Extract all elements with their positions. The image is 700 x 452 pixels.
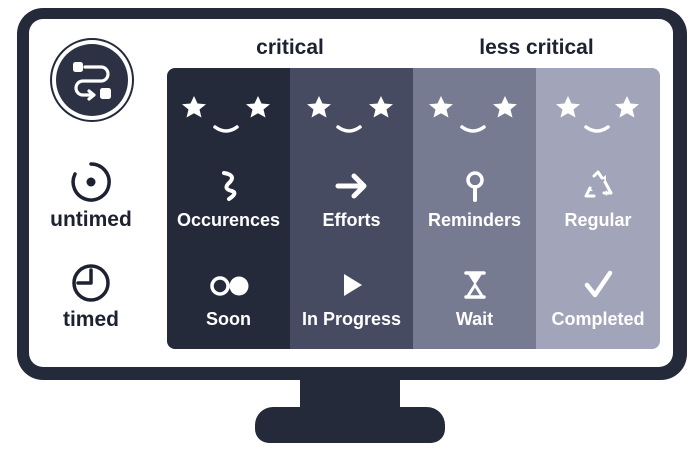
tile-in-progress[interactable]: In Progress — [290, 268, 413, 330]
app-logo — [50, 38, 134, 122]
tile-wait[interactable]: Wait — [413, 268, 536, 330]
pin-icon — [465, 171, 484, 202]
tile-efforts[interactable]: Efforts — [290, 169, 413, 231]
tile-label: Soon — [206, 309, 251, 329]
column-panel-efforts[interactable]: Efforts In Progress — [290, 68, 413, 349]
recycle-icon — [584, 170, 613, 198]
tile-completed[interactable]: Completed — [536, 268, 660, 330]
sidebar-item-label: untimed — [50, 208, 132, 231]
circle-dot-icon — [71, 162, 111, 202]
hourglass-icon — [463, 271, 486, 299]
play-icon — [343, 274, 362, 296]
tile-label: Wait — [455, 309, 494, 329]
tile-label: In Progress — [301, 309, 402, 329]
smiley-face-icon — [556, 96, 639, 133]
sidebar-item-timed[interactable]: timed — [31, 262, 151, 332]
tile-regular[interactable]: Regular — [536, 169, 660, 231]
checkmark-icon — [584, 270, 613, 298]
group-title-less-critical: less critical — [479, 36, 594, 59]
tile-label: Reminders — [427, 210, 522, 230]
column-panel-occurences[interactable]: Occurences Soon — [167, 68, 290, 349]
smiley-face-icon — [307, 96, 393, 133]
arrow-right-icon — [335, 173, 366, 199]
sidebar-item-label: timed — [62, 308, 119, 331]
tile-label: Regular — [564, 210, 632, 230]
workflow-route-icon — [56, 44, 128, 116]
column-panel-reminders[interactable]: Reminders Wait — [413, 68, 536, 349]
tile-soon[interactable]: Soon — [167, 268, 290, 330]
smiley-face-icon — [429, 96, 517, 133]
tile-label: Completed — [551, 309, 645, 329]
tile-label: Efforts — [322, 210, 381, 230]
tile-reminders[interactable]: Reminders — [413, 169, 536, 231]
clock-icon — [72, 264, 110, 302]
monitor-stand-base — [255, 407, 445, 443]
double-circle-icon — [209, 276, 248, 296]
group-title-critical: critical — [256, 36, 324, 59]
column-panel-regular[interactable]: Regular Completed — [536, 68, 660, 349]
tile-label: Occurences — [176, 210, 281, 230]
squiggle-icon — [221, 171, 236, 201]
smiley-face-icon — [182, 96, 270, 133]
sidebar-item-untimed[interactable]: untimed — [31, 160, 151, 232]
tile-occurences[interactable]: Occurences — [167, 169, 290, 231]
